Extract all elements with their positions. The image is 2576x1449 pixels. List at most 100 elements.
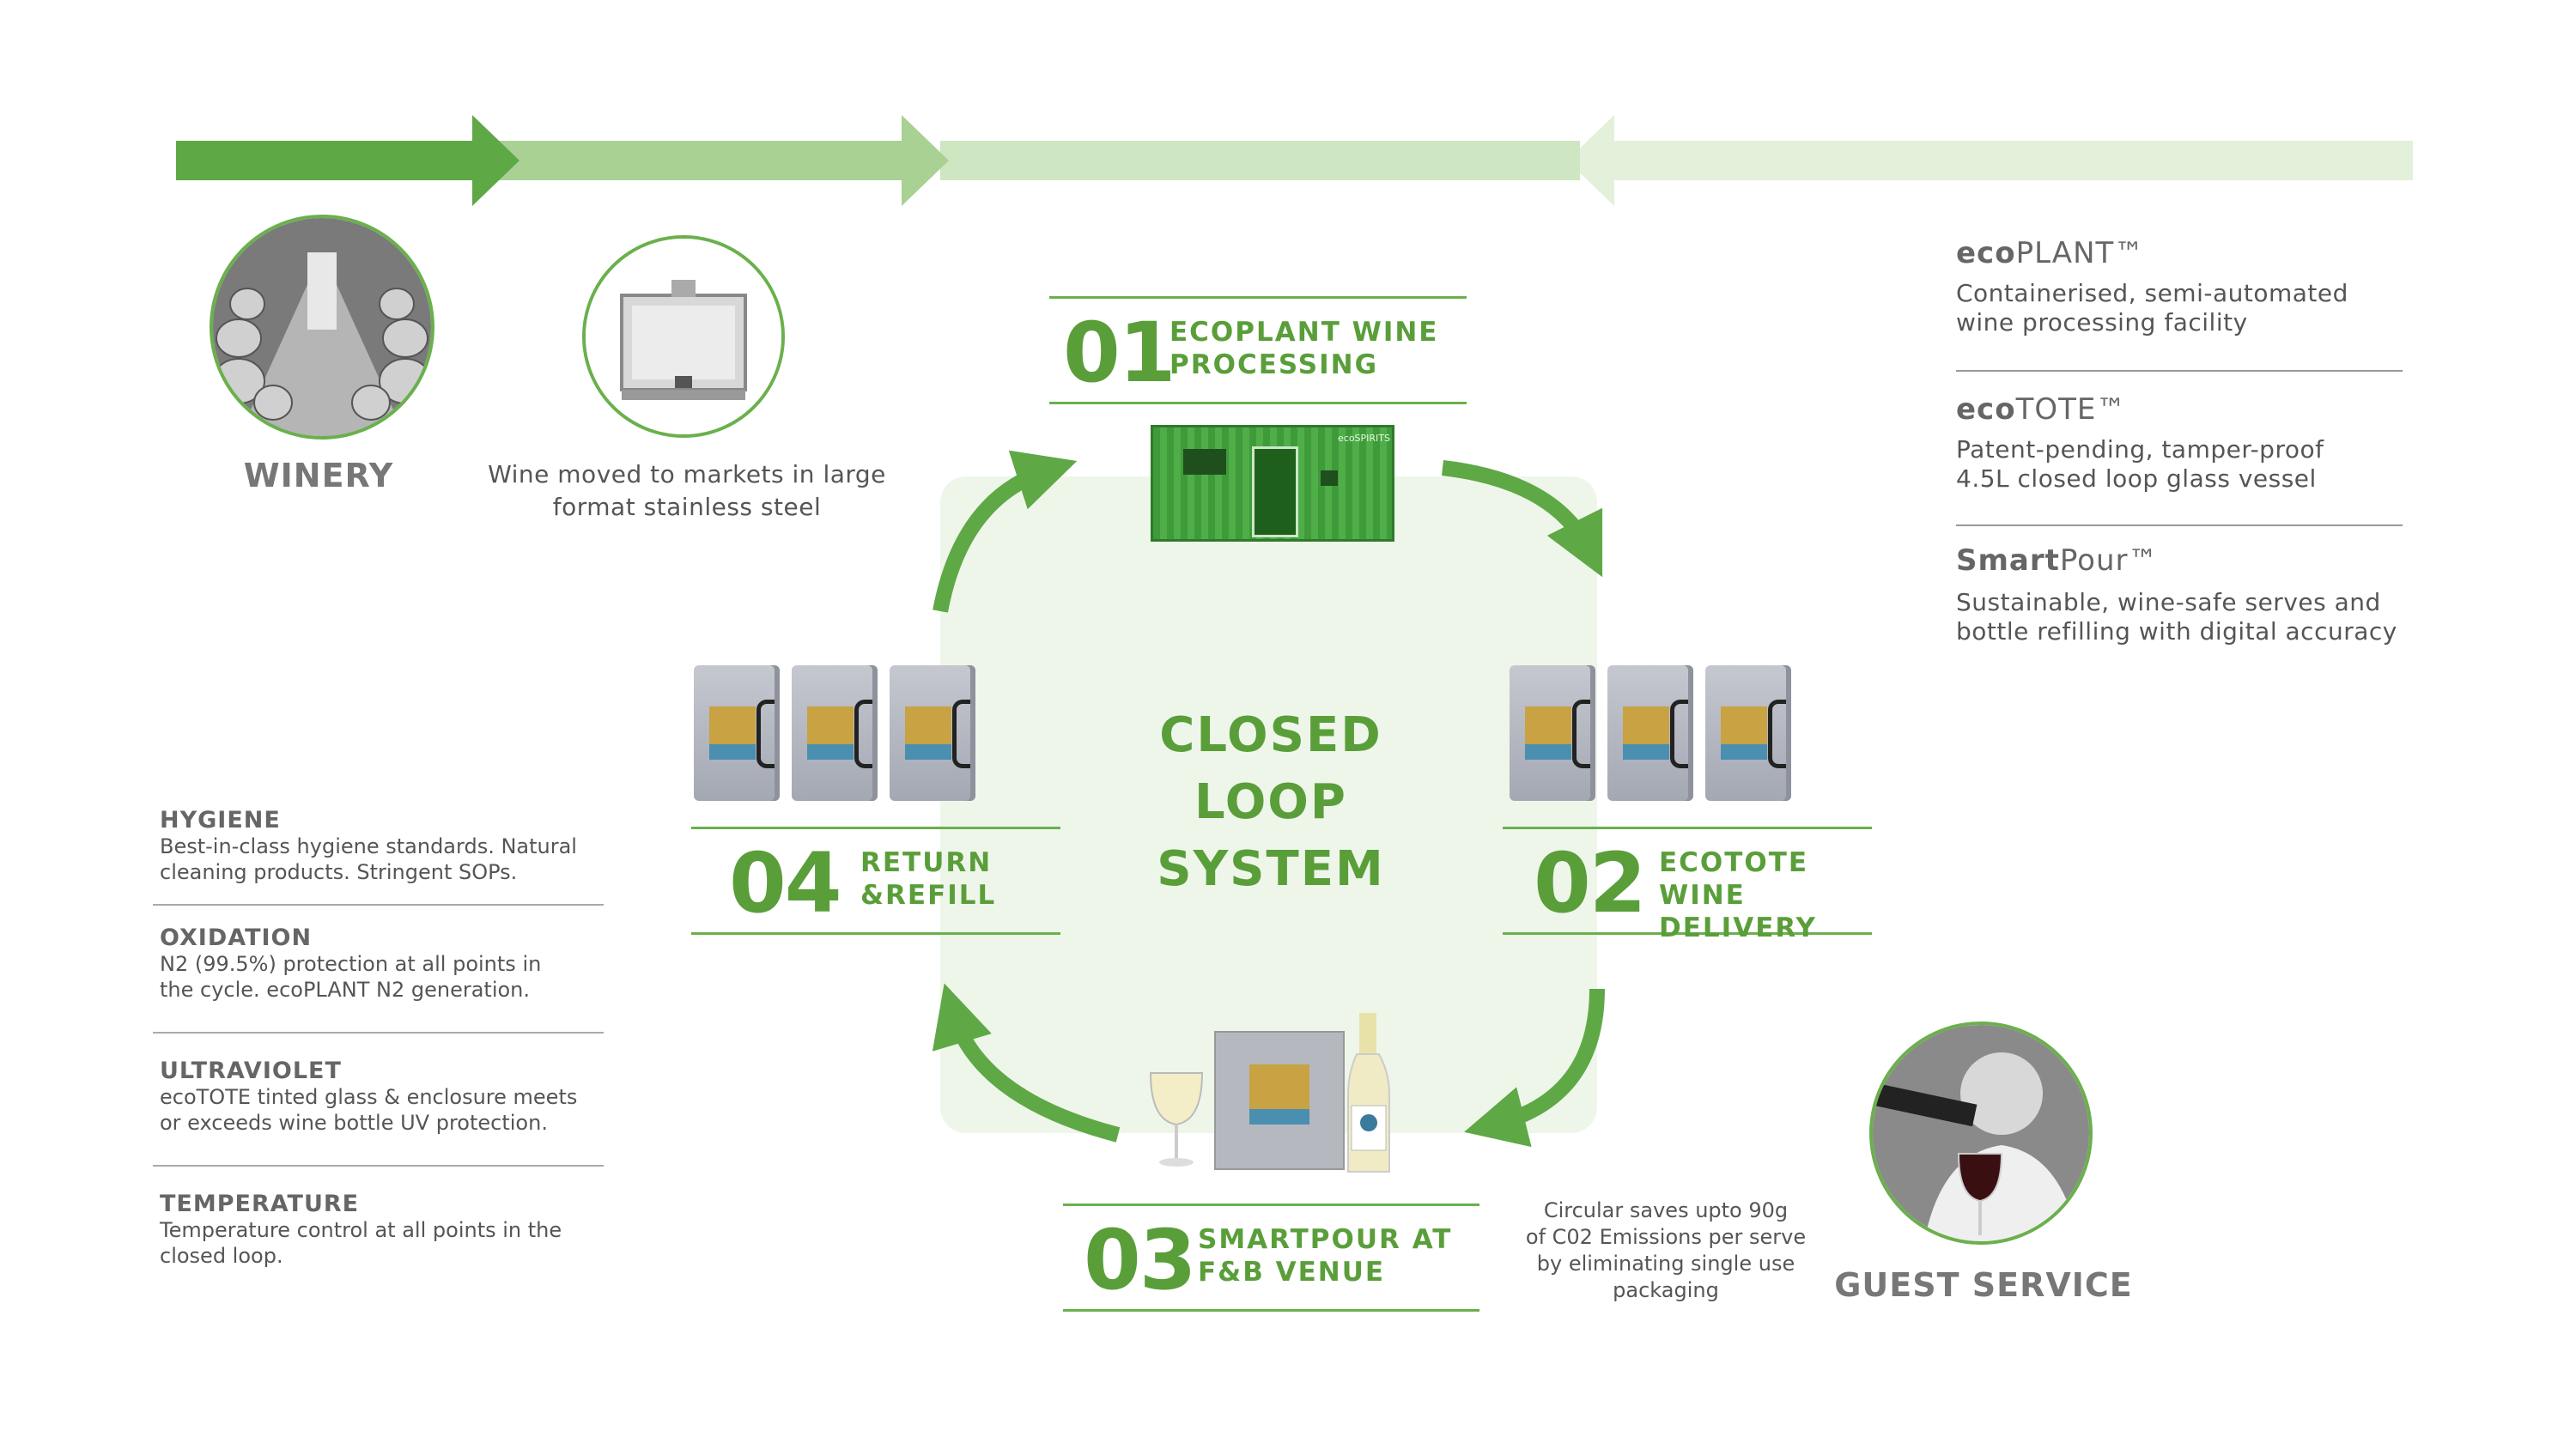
facts-divider (153, 1032, 604, 1034)
step-01-box: 01 ECOPLANT WINE PROCESSING (1049, 296, 1467, 404)
ecotote-vessel (1510, 665, 1595, 801)
ecotote-desc-line1: Patent-pending, tamper-proof (1956, 435, 2324, 464)
closed-loop-background (940, 476, 1597, 1133)
smartpour-desc-line1: Sustainable, wine-safe serves and (1956, 588, 2381, 616)
arrow-segment-2 (498, 141, 906, 180)
fact-hygiene-line1: Best-in-class hygiene standards. Natural (160, 834, 577, 858)
fact-desc-temperature: Temperature control at all points in the… (160, 1217, 604, 1269)
ecotote-desc: Patent-pending, tamper-proof 4.5L closed… (1956, 435, 2403, 494)
arrow-segment-4 (1597, 141, 2413, 180)
wine-bottle-icon (1347, 1013, 1390, 1173)
arrow-head-3 (902, 115, 949, 206)
guest-service-photo (1869, 1022, 2093, 1245)
legend-divider (1956, 524, 2403, 526)
ecoplant-desc: Containerised, semi-automated wine proce… (1956, 279, 2403, 337)
circular-savings-note: Circular saves upto 90g of C02 Emissions… (1485, 1197, 1846, 1304)
step-04-box: 04 RETURN &REFILL (691, 827, 1060, 935)
guest-service-label: GUEST SERVICE (1834, 1266, 2133, 1304)
fact-desc-oxidation: N2 (99.5%) protection at all points in t… (160, 951, 604, 1003)
step-03-title-line1: SMARTPOUR AT (1198, 1224, 1453, 1255)
ecotote-vessel (1607, 665, 1693, 801)
step-03-box: 03 SMARTPOUR AT F&B VENUE (1063, 1203, 1479, 1312)
winery-photo (210, 215, 434, 440)
legend-divider (1956, 370, 2403, 372)
arrow-to-step-02 (1441, 460, 1603, 578)
fact-heading-hygiene: HYGIENE (160, 807, 281, 834)
arrow-to-step-01 (933, 450, 1078, 613)
smartpour-desc-line2: bottle refilling with digital accuracy (1956, 617, 2397, 646)
ecotote-brand: ecoTOTE™ (1956, 392, 2403, 427)
step-04-number: 04 (729, 835, 842, 931)
winery-label: WINERY (243, 457, 394, 494)
ecoplant-brand-bold: eco (1956, 236, 2016, 270)
container-door (1252, 446, 1298, 537)
smartpour-dispenser-icon (1214, 1031, 1345, 1170)
stainless-tank-photo (582, 235, 785, 438)
smartpour-brand-bold: Smart (1956, 543, 2060, 578)
step-02-title-line1: ECOTOTE WINE (1659, 847, 1809, 911)
fact-oxidation-line1: N2 (99.5%) protection at all points in (160, 952, 542, 976)
step-01-number: 01 (1063, 305, 1176, 401)
arrow-to-step-03 (1464, 988, 1605, 1148)
circular-note-line1: Circular saves upto 90g (1543, 1198, 1789, 1222)
facts-divider (153, 904, 604, 906)
wine-pour-illustration (1873, 1025, 2089, 1241)
fact-heading-temperature: TEMPERATURE (160, 1191, 360, 1217)
ecotote-brand-rest: TOTE™ (2015, 392, 2127, 427)
step-02-title: ECOTOTE WINE DELIVERY (1659, 846, 1872, 944)
smartpour-products (1149, 1013, 1390, 1173)
step-02-title-line2: DELIVERY (1659, 912, 1817, 943)
step-01-title: ECOPLANT WINE PROCESSING (1170, 316, 1438, 381)
step-02-number: 02 (1534, 835, 1647, 931)
fact-temperature-line1: Temperature control at all points in the (160, 1218, 562, 1242)
ecoplant-desc-line1: Containerised, semi-automated (1956, 279, 2348, 307)
smartpour-brand-rest: Pour™ (2059, 543, 2159, 578)
supply-chain-arrow-bar (176, 115, 2413, 206)
arrow-segment-1 (176, 141, 477, 180)
arrow-head-left (1567, 115, 1614, 206)
smartpour-desc: Sustainable, wine-safe serves and bottle… (1956, 588, 2403, 646)
step-01-title-line2: PROCESSING (1170, 349, 1379, 380)
quality-facts-list: HYGIENE Best-in-class hygiene standards.… (153, 807, 604, 1269)
container-window-1 (1183, 449, 1226, 475)
ecotote-group-left (694, 665, 986, 803)
ecotote-vessel (792, 665, 878, 801)
ecoplant-brand: ecoPLANT™ (1956, 236, 2403, 270)
fact-temperature-line2: closed loop. (160, 1244, 283, 1268)
step-01-title-line1: ECOPLANT WINE (1170, 317, 1439, 348)
closed-loop-title-line2: LOOP (1194, 774, 1347, 830)
container-brand: ecoSPIRITS (1338, 433, 1390, 444)
step-03-number: 03 (1084, 1212, 1197, 1308)
closed-loop-title-line3: SYSTEM (1157, 841, 1385, 897)
ecotote-vessel (890, 665, 975, 801)
container-window-2 (1321, 470, 1338, 486)
arrow-to-step-04 (932, 983, 1121, 1143)
step-02-box: 02 ECOTOTE WINE DELIVERY (1503, 827, 1872, 943)
fact-heading-oxidation: OXIDATION (160, 925, 313, 951)
fact-desc-ultraviolet: ecoTOTE tinted glass & enclosure meets o… (160, 1084, 604, 1136)
fact-ultraviolet-line2: or exceeds wine bottle UV protection. (160, 1111, 548, 1135)
ecoplant-container: ecoSPIRITS (1151, 425, 1394, 542)
ecotote-brand-bold: eco (1956, 392, 2016, 427)
arrow-head-2 (472, 115, 519, 206)
transport-caption: Wine moved to markets in large format st… (464, 458, 910, 524)
product-legend: ecoPLANT™ Containerised, semi-automated … (1956, 236, 2403, 646)
barrel-cellar-illustration (213, 218, 431, 436)
step-04-title: RETURN &REFILL (860, 846, 996, 912)
transport-caption-line1: Wine moved to markets in large (488, 460, 886, 488)
closed-loop-title: CLOSED LOOP SYSTEM (1099, 702, 1443, 903)
ecoplant-desc-line2: wine processing facility (1956, 308, 2248, 336)
wine-glass-icon (1149, 1072, 1204, 1167)
circular-note-line3: by eliminating single use (1536, 1252, 1795, 1276)
fact-desc-hygiene: Best-in-class hygiene standards. Natural… (160, 834, 604, 885)
ecotote-vessel (694, 665, 780, 801)
ecotote-desc-line2: 4.5L closed loop glass vessel (1956, 464, 2317, 493)
ecotote-vessel (1705, 665, 1791, 801)
step-03-title: SMARTPOUR AT F&B VENUE (1198, 1223, 1452, 1288)
fact-ultraviolet-line1: ecoTOTE tinted glass & enclosure meets (160, 1085, 578, 1109)
circular-note-line4: packaging (1613, 1278, 1719, 1302)
fact-heading-ultraviolet: ULTRAVIOLET (160, 1058, 342, 1084)
ecotote-group-right (1510, 665, 1801, 803)
arrow-segment-3 (940, 141, 1580, 180)
